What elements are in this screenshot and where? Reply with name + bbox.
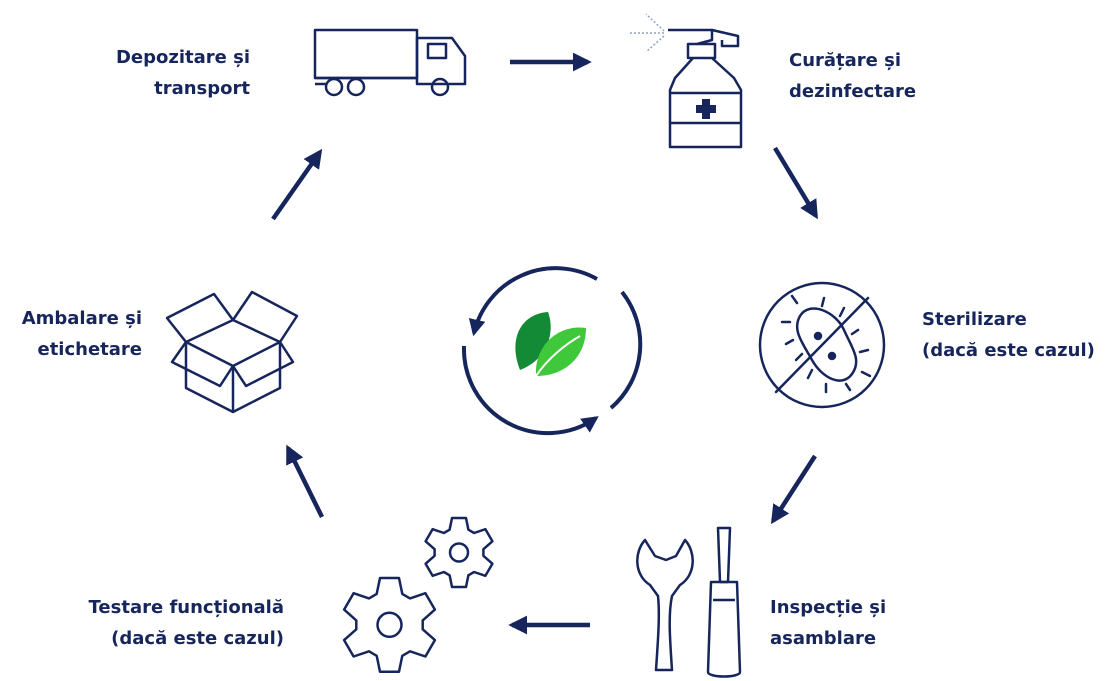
arrow-packaging-to-storage (271, 148, 323, 221)
step-label-cleaning: Curățare și dezinfectare (789, 45, 916, 107)
gears-icon (342, 516, 494, 673)
step-label-line: asamblare (770, 628, 877, 649)
step-label-line: etichetare (37, 339, 142, 360)
step-label-testing: Testare funcțională (dacă este cazul) (89, 592, 284, 654)
step-label-sterilization: Sterilizare (dacă este cazul) (922, 304, 1095, 366)
spray-bottle-icon (630, 13, 743, 149)
step-label-line: Sterilizare (922, 309, 1027, 330)
arrow-sterilization-to-inspection (770, 454, 817, 525)
step-label-line: Testare funcțională (88, 597, 284, 618)
step-label-line: Depozitare și (115, 47, 250, 68)
step-label-line: dezinfectare (789, 81, 917, 102)
crossed-bacteria-icon (758, 281, 886, 409)
step-label-line: (dacă este cazul) (922, 340, 1095, 361)
step-label-line: transport (154, 78, 250, 99)
step-label-inspection: Inspecție și asamblare (770, 592, 886, 654)
open-box-icon (165, 290, 299, 414)
step-label-line: (dacă este cazul) (111, 628, 284, 649)
step-label-line: Inspecție și (770, 597, 887, 618)
arrow-testing-to-packaging (285, 444, 325, 518)
wrench-screwdriver-icon (636, 526, 742, 678)
step-label-storage: Depozitare și transport (116, 42, 250, 104)
truck-icon (313, 28, 467, 97)
arrow-cleaning-to-sterilization (773, 146, 818, 220)
step-label-line: Ambalare și (21, 308, 142, 329)
step-label-line: Curățare și (789, 50, 902, 71)
step-label-packaging: Ambalare și etichetare (22, 303, 142, 365)
recycle-leaves-icon (461, 266, 643, 436)
